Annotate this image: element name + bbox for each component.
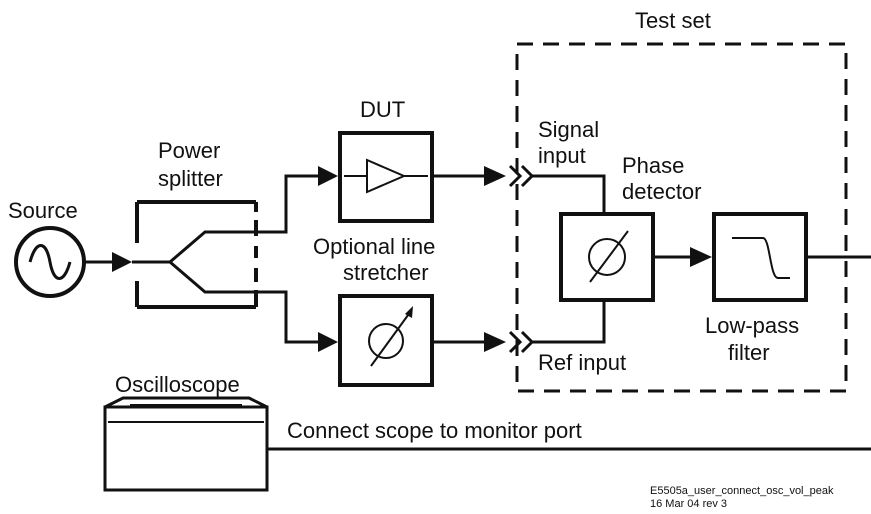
phase-detector-box <box>559 212 655 302</box>
signal-connector-1 <box>508 164 523 188</box>
ref-connector-2 <box>520 330 535 354</box>
phase-detector-icon <box>588 230 629 283</box>
signal-arrow <box>484 166 506 186</box>
ref-input-label: Ref input <box>538 350 626 375</box>
optional-line-label: Optional line <box>313 234 435 259</box>
test-set-boundary <box>515 42 848 393</box>
power-label: Power <box>158 138 220 163</box>
low-pass-label: Low-pass <box>705 313 799 338</box>
oscilloscope-label: Oscilloscope <box>115 372 240 397</box>
stretcher-input-arrow <box>318 332 338 352</box>
signal-connector-2 <box>520 164 535 188</box>
source-symbol <box>14 226 86 298</box>
stretcher-label: stretcher <box>343 260 429 285</box>
phase-label: Phase <box>622 153 684 178</box>
line-stretcher-box <box>338 294 434 387</box>
signal-input-label: input <box>538 143 586 168</box>
source-arrow <box>112 252 132 272</box>
signal-label: Signal <box>538 117 599 142</box>
splitter-label: splitter <box>158 166 223 191</box>
upper-path-line <box>280 174 322 234</box>
low-pass-response-icon <box>732 237 790 279</box>
test-set-label: Test set <box>635 8 711 33</box>
footer-filename: E5505a_user_connect_osc_vol_peak <box>650 485 834 497</box>
source-label: Source <box>8 198 78 223</box>
ref-arrow <box>484 332 506 352</box>
ref-input-line <box>532 300 606 344</box>
lower-path-line <box>280 290 322 344</box>
filter-label: filter <box>728 340 770 365</box>
low-pass-filter-box <box>712 212 808 302</box>
oscilloscope-icon <box>103 396 269 492</box>
dut-input-arrow <box>318 166 338 186</box>
connect-scope-label: Connect scope to monitor port <box>287 418 582 443</box>
dut-label: DUT <box>360 97 405 122</box>
variable-phase-icon <box>368 306 413 367</box>
signal-input-line <box>532 174 606 214</box>
ref-connector-1 <box>508 330 523 354</box>
detector-label: detector <box>622 179 702 204</box>
power-splitter-box <box>135 200 280 309</box>
footer-date-rev: 16 Mar 04 rev 3 <box>650 498 727 510</box>
filter-input-arrow <box>690 247 712 267</box>
